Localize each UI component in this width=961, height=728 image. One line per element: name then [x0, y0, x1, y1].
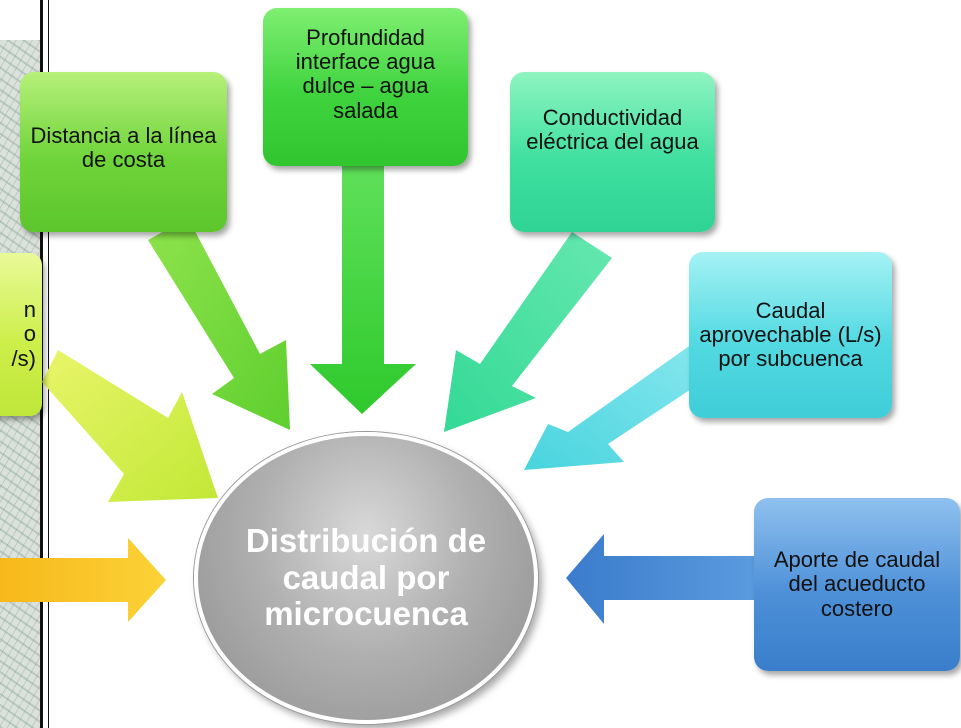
node-left-partial: n o /s): [0, 253, 42, 416]
arrow-distancia: [148, 218, 290, 430]
node-left-partial-line-2: o: [23, 321, 36, 347]
arrow-caudal: [524, 344, 708, 470]
arrow-left-partial: [42, 350, 218, 502]
divider-line-inner: [48, 0, 49, 728]
node-profundidad: Profundidad interface agua dulce – agua …: [263, 8, 468, 166]
arrow-profundidad: [310, 166, 416, 414]
node-aporte: Aporte de caudal del acueducto costero: [754, 498, 960, 671]
node-left-partial-line-1: n: [23, 297, 36, 323]
arrow-aporte: [566, 534, 754, 624]
node-caudal-label: Caudal aprovechable (L/s) por subcuenca: [699, 297, 882, 372]
node-profundidad-label: Profundidad interface agua dulce – agua …: [295, 25, 436, 123]
node-aporte-label: Aporte de caudal del acueducto costero: [773, 547, 941, 621]
center-node-label: Distribución de caudal por microcuenca: [245, 521, 487, 633]
node-conductividad: Conductividad eléctrica del agua: [510, 72, 715, 232]
map-strip-top: [0, 0, 40, 40]
center-node: Distribución de caudal por microcuenca: [194, 432, 538, 724]
node-conductividad-label: Conductividad eléctrica del agua: [526, 105, 699, 155]
node-left-partial-line-3: /s): [11, 345, 36, 371]
arrow-left-bottom: [0, 538, 166, 622]
node-distancia: Distancia a la línea de costa: [20, 72, 227, 232]
arrow-conductividad: [444, 232, 612, 432]
node-caudal: Caudal aprovechable (L/s) por subcuenca: [689, 252, 892, 418]
node-distancia-label: Distancia a la línea de costa: [30, 123, 217, 173]
